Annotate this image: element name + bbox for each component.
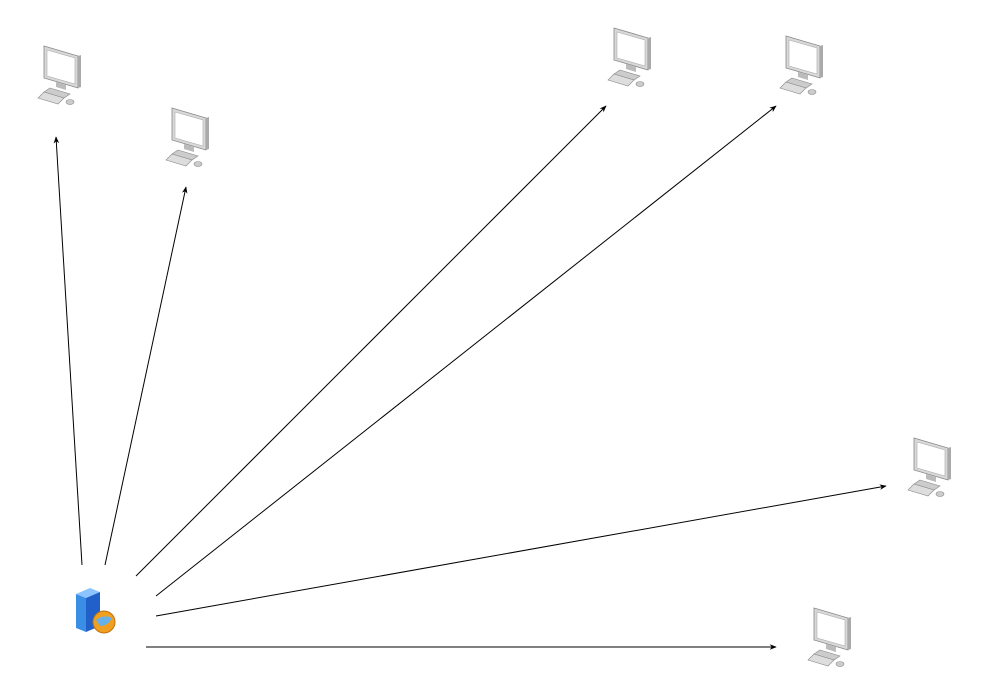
arrow-server-to-pc-3[interactable] (135, 105, 607, 577)
desktop-computer-icon[interactable] (779, 35, 824, 95)
arrow-server-to-pc-2[interactable] (104, 186, 188, 566)
arrow-server-to-pc-5[interactable] (155, 484, 887, 617)
arrow-server-to-pc-4[interactable] (155, 105, 777, 597)
desktop-computer-icon[interactable] (607, 27, 652, 87)
arrow-server-to-pc-1[interactable] (53, 136, 83, 566)
desktop-computer-icon[interactable] (907, 437, 952, 497)
web-server-icon[interactable] (76, 588, 116, 634)
desktop-computer-icon[interactable] (807, 607, 852, 667)
desktop-computer-icon[interactable] (37, 45, 82, 105)
desktop-computer-icon[interactable] (165, 107, 210, 167)
